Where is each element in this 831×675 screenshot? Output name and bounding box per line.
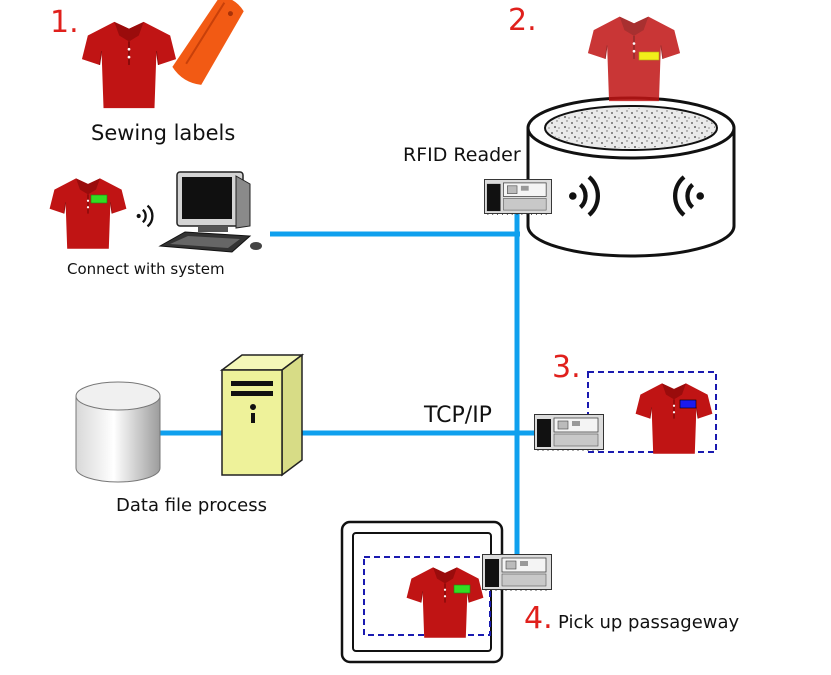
- network-lines: [160, 205, 540, 560]
- step-3-reader-station: [534, 371, 717, 455]
- connect-with-system-group: [48, 171, 262, 253]
- step-1-number: 1.: [50, 5, 79, 40]
- server-icon: [219, 353, 305, 477]
- connect-with-system-label: Connect with system: [67, 260, 225, 278]
- step-3-number: 3.: [552, 350, 581, 385]
- rfid-tag-yellow: [638, 51, 660, 61]
- rfid-reader-label: RFID Reader: [403, 144, 521, 166]
- rfid-tag-green: [453, 584, 471, 594]
- rfid-reader-icon: [534, 413, 604, 451]
- polo-shirt-icon: [634, 382, 714, 455]
- polo-shirt-icon: [587, 15, 681, 103]
- step-2-scanning-bin: [484, 15, 736, 258]
- rfid-reader-icon: [484, 178, 552, 215]
- scanning-bin-icon: [526, 96, 736, 258]
- read-zone-box: [363, 556, 491, 636]
- rfid-tag-blue: [679, 399, 697, 409]
- rfid-tag-holder-icon: [172, 0, 244, 85]
- step-1-sewing-labels: [81, 0, 244, 109]
- polo-shirt-icon: [48, 177, 128, 250]
- rfid-reader-icon: [482, 553, 552, 591]
- pick-up-passageway-label: Pick up passageway: [558, 612, 740, 633]
- wireless-signal-icon: [136, 204, 154, 228]
- polo-shirt-icon: [81, 21, 177, 109]
- sewing-labels-label: Sewing labels: [91, 121, 236, 145]
- step-2-number: 2.: [508, 3, 537, 38]
- tcpip-label: TCP/IP: [424, 403, 492, 428]
- step-4-passageway: [340, 520, 552, 664]
- step-4-number: 4.: [524, 601, 553, 636]
- data-file-process-group: [75, 353, 305, 483]
- database-icon: [75, 381, 161, 483]
- read-zone-box: [587, 371, 717, 453]
- rfid-tag-green: [90, 194, 108, 204]
- computer-icon: [158, 171, 262, 253]
- data-file-process-label: Data file process: [116, 495, 268, 516]
